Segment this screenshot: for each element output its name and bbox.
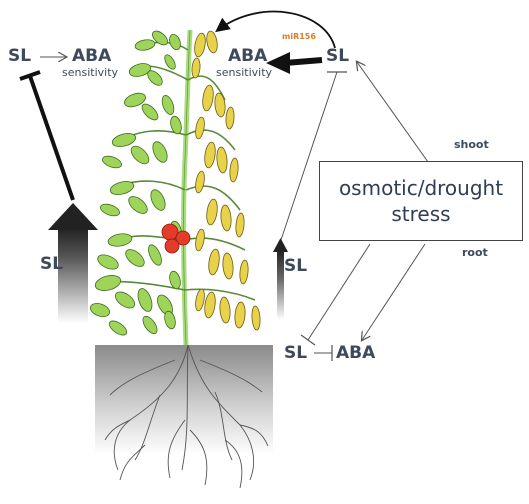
mir156-curved-arrow: [215, 10, 336, 49]
tomatoes: [161, 223, 191, 254]
sl-top-right-label: SL: [326, 46, 350, 66]
sl-shoot-to-root-line: [280, 71, 338, 241]
root-label: root: [462, 246, 488, 259]
sl-bottom-label: SL: [284, 343, 308, 363]
sl-top-left-label: SL: [8, 46, 32, 66]
stress-box: osmotic/drought stress: [319, 161, 523, 241]
wilted-leaves: [191, 30, 261, 331]
sl-left-gradient-arrow: [48, 203, 98, 323]
stress-box-line2: stress: [391, 202, 451, 226]
soil-block: [95, 345, 273, 455]
healthy-leaves: [89, 30, 182, 336]
sensitivity-right-label: sensitivity: [216, 66, 273, 79]
sl-inhibition-line: [19, 70, 75, 201]
stress-to-sl-root-line: [307, 243, 371, 341]
shoot-label: shoot: [454, 138, 489, 151]
aba-top-right-label: ABA: [228, 46, 268, 66]
mir156-label: miR156: [282, 32, 316, 41]
sensitivity-left-label: sensitivity: [62, 66, 119, 79]
stress-box-line1: osmotic/drought: [338, 176, 504, 200]
sl-aba-right-arrow: [266, 52, 323, 74]
stress-to-sl-root-bar: [300, 334, 316, 346]
sl-left-gradient-label: SL: [40, 254, 64, 274]
roots: [104, 344, 269, 489]
stress-to-aba-root-arrow: [362, 243, 426, 340]
sl-right-gradient-arrow: [273, 238, 288, 320]
sl-right-gradient-label: SL: [284, 256, 308, 276]
aba-bottom-label: ABA: [336, 343, 376, 363]
stem-outline: [183, 29, 191, 346]
aba-top-left-label: ABA: [72, 46, 112, 66]
